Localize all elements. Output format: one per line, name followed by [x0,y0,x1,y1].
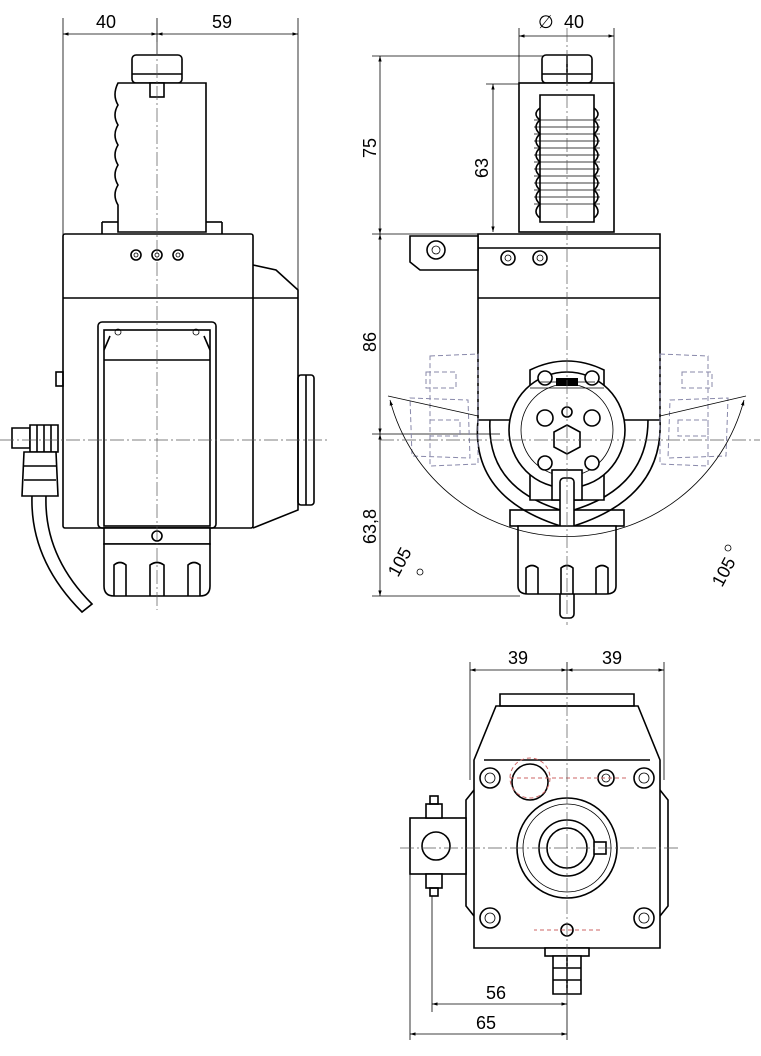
label-height-bottom: 63,8 [360,509,380,544]
bottom-view [400,662,680,1040]
dimension-side-width [62,18,299,290]
label-shank-diameter: 40 [564,12,584,32]
dimension-bottom-width [469,662,665,780]
label-bottom-offset-inner: 56 [486,983,506,1003]
label-height-shank: 63 [472,158,492,178]
label-bottom-half-left: 39 [508,648,528,668]
label-side-width-right: 59 [212,12,232,32]
label-height-middle: 86 [360,332,380,352]
dimension-shank-diameter [518,28,615,90]
label-side-width-left: 40 [96,12,116,32]
label-diameter-symbol: ∅ [538,12,554,32]
swivel-ghost-right [659,353,729,467]
label-swivel-angle-left: 105 [384,544,416,580]
label-swivel-angle-right: 105 [708,554,740,590]
side-view [0,18,330,614]
swivel-ghost-left [409,353,479,467]
coolant-fitting [11,424,94,614]
label-bottom-half-right: 39 [602,648,622,668]
dimension-heights [372,55,546,597]
front-view [372,28,760,625]
label-height-top: 75 [360,138,380,158]
label-bottom-offset-outer: 65 [476,1013,496,1033]
dimension-bottom-offset [409,874,568,1040]
